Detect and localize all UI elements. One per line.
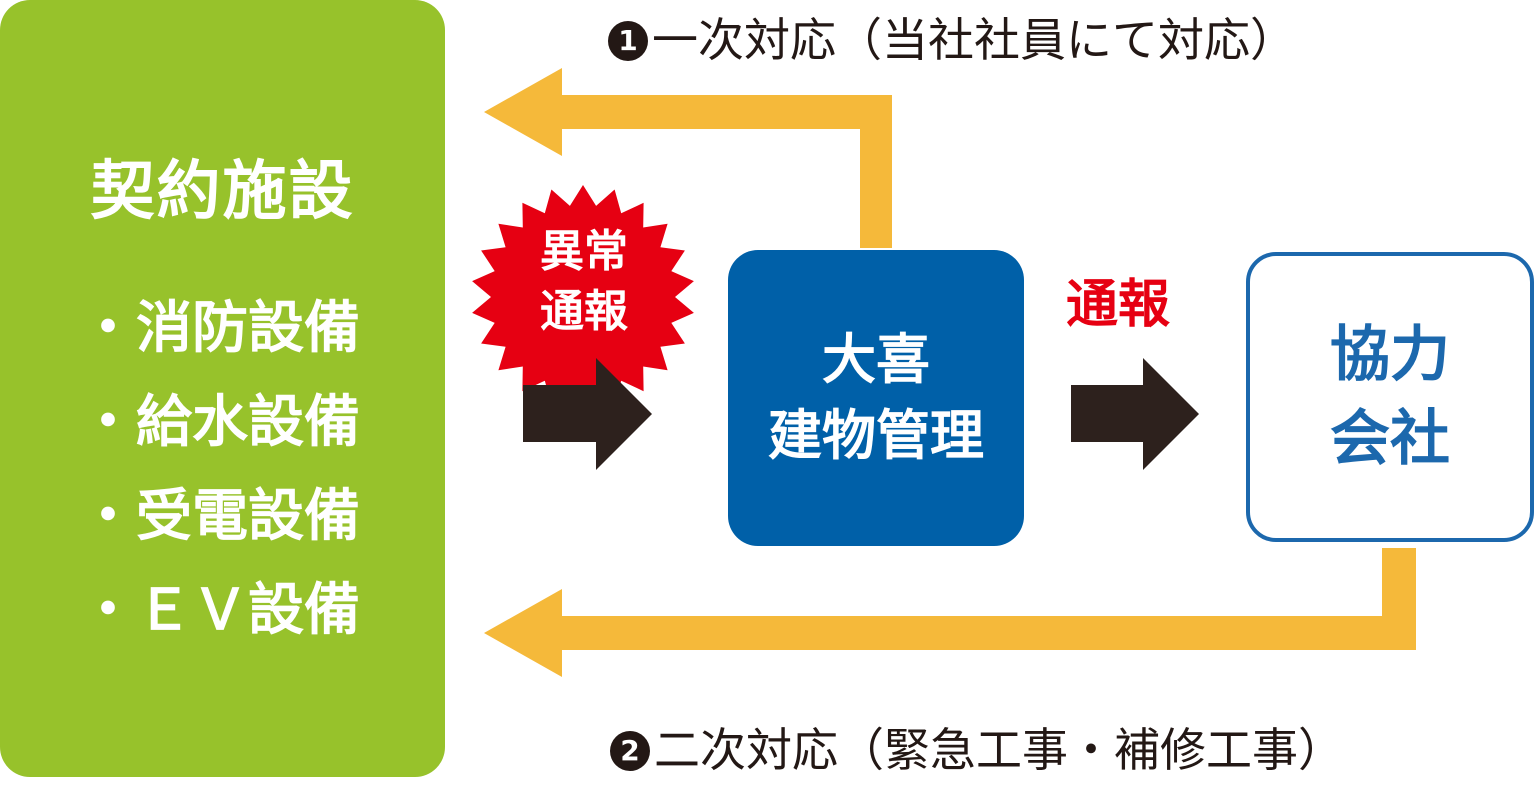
alert-label-line2: 通報 [540, 286, 628, 337]
daiki-label-line2: 建物管理 [768, 404, 984, 467]
first-response-arrow [484, 68, 892, 248]
facility-title: 契約施設 [90, 155, 355, 229]
alert-label-line1: 異常 [540, 226, 628, 277]
arrow-to-daiki [523, 358, 652, 470]
second-response-arrow [484, 548, 1416, 677]
equipment-item-ev: ・ＥＶ設備 [80, 578, 360, 643]
arrow-to-partner [1071, 358, 1199, 470]
number-one-icon: 1 [608, 21, 648, 61]
number-two-icon: 2 [610, 731, 650, 771]
partner-label-line1: 協力 [1330, 320, 1450, 390]
partner-label-line2: 会社 [1330, 404, 1450, 474]
equipment-item-power: ・受電設備 [80, 484, 360, 549]
second-response-text: 二次対応（緊急工事・補修工事） [654, 723, 1344, 777]
daiki-label: 大喜 建物管理 [768, 322, 984, 474]
first-response-text: 一次対応（当社社員にて対応） [652, 13, 1296, 67]
facility-equipment-list: ・消防設備 ・給水設備 ・受電設備 ・ＥＶ設備 [80, 282, 360, 658]
alert-burst-shape [472, 185, 694, 409]
equipment-item-fire: ・消防設備 [80, 296, 360, 361]
partner-label: 協力 会社 [1330, 313, 1450, 481]
equipment-item-water: ・給水設備 [80, 390, 360, 455]
daiki-label-line1: 大喜 [822, 328, 930, 391]
daiki-box: 大喜 建物管理 [728, 250, 1024, 546]
notify-label: 通報 [1066, 275, 1171, 335]
alert-label: 異常 通報 [489, 222, 679, 342]
contract-facility-panel: 契約施設 ・消防設備 ・給水設備 ・受電設備 ・ＥＶ設備 [0, 0, 445, 777]
partner-box: 協力 会社 [1246, 252, 1534, 542]
